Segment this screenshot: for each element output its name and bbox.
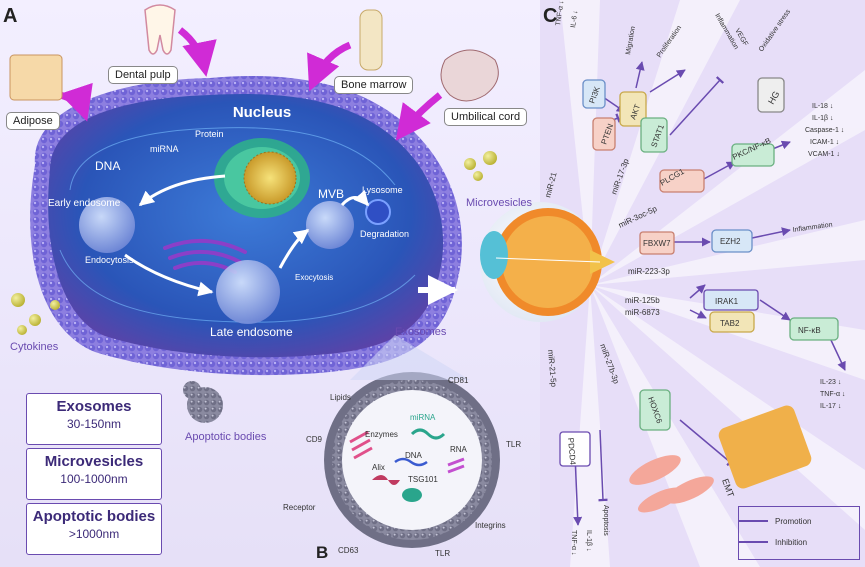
eye: [480, 202, 615, 322]
adipose-tissue-illustration: [9, 54, 63, 101]
cell: [30, 76, 462, 376]
nucleus: [214, 138, 310, 218]
il18-label: IL-18 ↓: [812, 103, 833, 110]
protein-label: Protein: [195, 129, 224, 139]
icam-label: ICAM-1 ↓: [810, 139, 839, 146]
integrins-label: Integrins: [475, 521, 506, 530]
late-endosome-label: Late endosome: [210, 325, 293, 339]
microvesicles-size-title: Microvesicles: [44, 453, 144, 470]
legend-inhibition-label: Inhibition: [775, 538, 807, 547]
dna-label: DNA: [95, 159, 120, 173]
ezh2-label: EZH2: [720, 237, 741, 246]
microvesicle-particles: [464, 151, 497, 181]
exosomes-label: Exosomes: [395, 326, 447, 338]
apoptotic-body-small: [183, 381, 201, 399]
tab2-label: TAB2: [720, 319, 740, 328]
migration-label: Migration: [625, 26, 637, 56]
mirna-label: miRNA: [150, 144, 179, 154]
late-endosome: [216, 260, 280, 324]
exosome-structure: [324, 372, 500, 548]
tnf2-label: TNF-α ↓: [820, 391, 845, 398]
vcam-label: VCAM-1 ↓: [808, 151, 840, 158]
fbxw7-label: FBXW7: [643, 239, 671, 248]
exosome-zoom-cone: [350, 335, 470, 380]
microvesicles-size-box: Microvesicles 100-1000nm: [26, 448, 162, 500]
apoptotic-bodies-size-title: Apoptotic bodies: [32, 508, 156, 525]
exosomes-size-box: Exosomes 30-150nm: [26, 393, 162, 445]
il6-label: IL-6 ↓: [570, 10, 579, 28]
early-endosome-label: Early endosome: [48, 198, 121, 209]
trafficking-arrows: [124, 174, 370, 297]
microvesicles-label: Microvesicles: [466, 197, 533, 209]
apoptotic-bodies-label: Apoptotic bodies: [185, 431, 267, 443]
caspase-label: Caspase-1 ↓: [805, 127, 844, 134]
tnf3-label: TNF-α ↓: [570, 530, 577, 555]
dental-pulp-label: Dental pulp: [108, 66, 178, 84]
il23-label: IL-23 ↓: [820, 379, 841, 386]
mir21b-label: miR-21-5p: [546, 349, 558, 388]
cd63-label: CD63: [338, 546, 359, 555]
tlr-bottom-label: TLR: [435, 549, 450, 558]
adipose-label: Adipose: [6, 112, 60, 130]
apoptotic-bodies-size-range: >1000nm: [68, 527, 120, 541]
pdcd4-label: PDCD4: [566, 437, 577, 465]
lipids-label: Lipids: [330, 393, 351, 402]
mvb-label: MVB: [318, 187, 344, 201]
rna-label: RNA: [450, 445, 468, 454]
cd81-label: CD81: [448, 376, 469, 385]
legend-box: [738, 506, 860, 560]
nucleus-label: Nucleus: [233, 104, 291, 121]
exosomes-size-range: 30-150nm: [66, 417, 122, 431]
cytokines-label: Cytokines: [10, 341, 59, 353]
irak1-label: IRAK1: [715, 297, 739, 306]
endocytosis-label: Endocytosis: [85, 255, 134, 265]
source-arrows: [59, 27, 443, 141]
pathway-nodes: [559, 77, 839, 467]
mir223-label: miR-223-3p: [628, 267, 670, 276]
tnf-label: TNF-α ↓: [555, 0, 565, 26]
tooth-illustration: [144, 4, 176, 55]
exosome-dna-label: DNA: [405, 451, 423, 460]
cytokine-particles: [11, 293, 60, 335]
tsg101-label: TSG101: [408, 475, 438, 484]
legend-promotion-label: Promotion: [775, 517, 811, 526]
tlr-right-label: TLR: [506, 440, 521, 449]
apoptosis-label: Apoptosis: [602, 505, 609, 536]
panel-a-label: A: [3, 5, 17, 27]
receptor-label: Receptor: [283, 503, 316, 512]
umbilical-cord-illustration: [440, 49, 499, 102]
degradation-label: Degradation: [360, 229, 409, 239]
pathway-diagram: [573, 61, 846, 543]
enzymes-label: Enzymes: [365, 430, 398, 439]
alix-label: Alix: [372, 463, 385, 472]
umbilical-cord-label: Umbilical cord: [444, 108, 528, 126]
panel-b-label: B: [316, 543, 328, 562]
mvb: [306, 201, 354, 249]
mir125-label: miR-125b: [625, 296, 660, 305]
emt-cells: [629, 405, 812, 513]
il17-label: IL-17 ↓: [820, 403, 841, 410]
apoptotic-bodies-size-box: Apoptotic bodies >1000nm: [26, 503, 162, 555]
exosomes-size-title: Exosomes: [56, 398, 132, 415]
lysosome-label: Lysosome: [362, 185, 403, 195]
exocytosis-label: Exocytosis: [295, 273, 333, 282]
exosome-mirna-label: miRNA: [410, 413, 436, 422]
il1b-label: IL-1β ↓: [585, 530, 592, 552]
bone-marrow-label: Bone marrow: [334, 76, 414, 94]
il1b-list-label: IL-1β ↓: [812, 115, 834, 122]
early-endosome: [79, 197, 135, 253]
lysosome: [365, 199, 391, 225]
nfkb-label: NF-κB: [798, 326, 821, 335]
panel-c-label: C: [543, 5, 557, 27]
bone-illustration: [359, 9, 383, 71]
cd9-label: CD9: [306, 435, 323, 444]
microvesicles-size-range: 100-1000nm: [60, 472, 128, 486]
mir6873-label: miR-6873: [625, 308, 660, 317]
